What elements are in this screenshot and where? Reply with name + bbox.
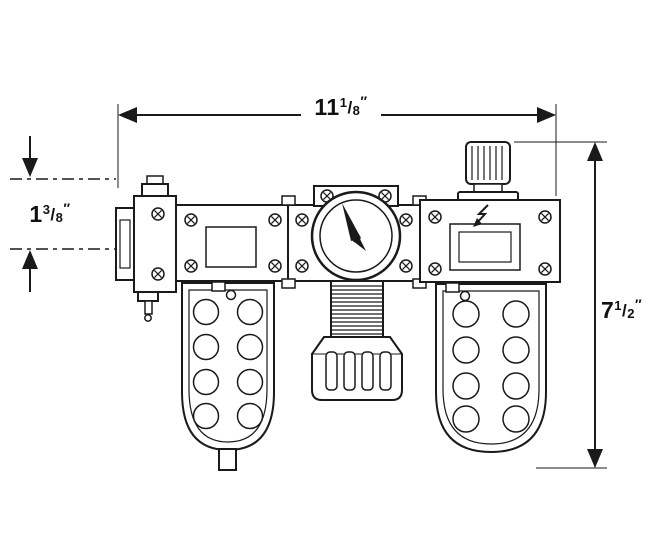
arrow-down-icon	[587, 449, 603, 468]
screw-icon	[428, 262, 442, 276]
arrow-right-icon	[537, 107, 556, 123]
filter-unit	[175, 204, 289, 471]
inlet-flange	[115, 207, 135, 281]
screw-icon	[428, 210, 442, 224]
inlet-drain-fitting	[137, 291, 159, 302]
arrow-down-icon	[22, 158, 38, 177]
width-dimension	[117, 104, 557, 196]
screw-icon	[151, 207, 165, 221]
overall-height-dimension	[514, 141, 607, 469]
screw-icon	[184, 213, 198, 227]
fill-indicator-icon	[473, 204, 489, 227]
screw-icon	[151, 267, 165, 281]
screw-icon	[399, 213, 413, 227]
pressure-gauge	[310, 190, 402, 282]
arrow-up-icon	[587, 142, 603, 161]
lubricator-fill-cap	[457, 141, 519, 203]
regulator-unit	[281, 185, 427, 401]
screw-icon	[268, 213, 282, 227]
inlet-port-block	[115, 175, 177, 322]
port-height-dimension	[10, 136, 116, 292]
filter-bowl-holes	[192, 298, 264, 430]
filter-drain	[218, 448, 237, 471]
screw-icon	[184, 259, 198, 273]
lubricator-unit	[419, 141, 561, 454]
screw-icon	[268, 259, 282, 273]
bowl-latch	[211, 281, 226, 292]
clamp-tab	[281, 195, 296, 206]
screw-icon	[399, 259, 413, 273]
filter-sight-window	[205, 226, 257, 268]
screw-icon	[295, 213, 309, 227]
screw-icon	[538, 210, 552, 224]
lubricator-sight-window	[449, 223, 521, 271]
width-dimension-label: 111/8″	[314, 93, 368, 120]
port-height-dimension-label: 13/8″	[29, 200, 71, 227]
clamp-tab	[281, 278, 296, 289]
gauge-needle	[342, 203, 361, 241]
lubricator-bowl-holes	[452, 300, 530, 433]
screw-icon	[295, 259, 309, 273]
bowl-latch	[445, 282, 460, 293]
regulator-spring-housing	[330, 280, 384, 338]
arrow-left-icon	[118, 107, 137, 123]
regulator-adjustment-knob	[311, 336, 403, 401]
overall-height-dimension-label: 71/2″	[601, 296, 643, 323]
screw-icon	[538, 262, 552, 276]
arrow-up-icon	[22, 250, 38, 269]
